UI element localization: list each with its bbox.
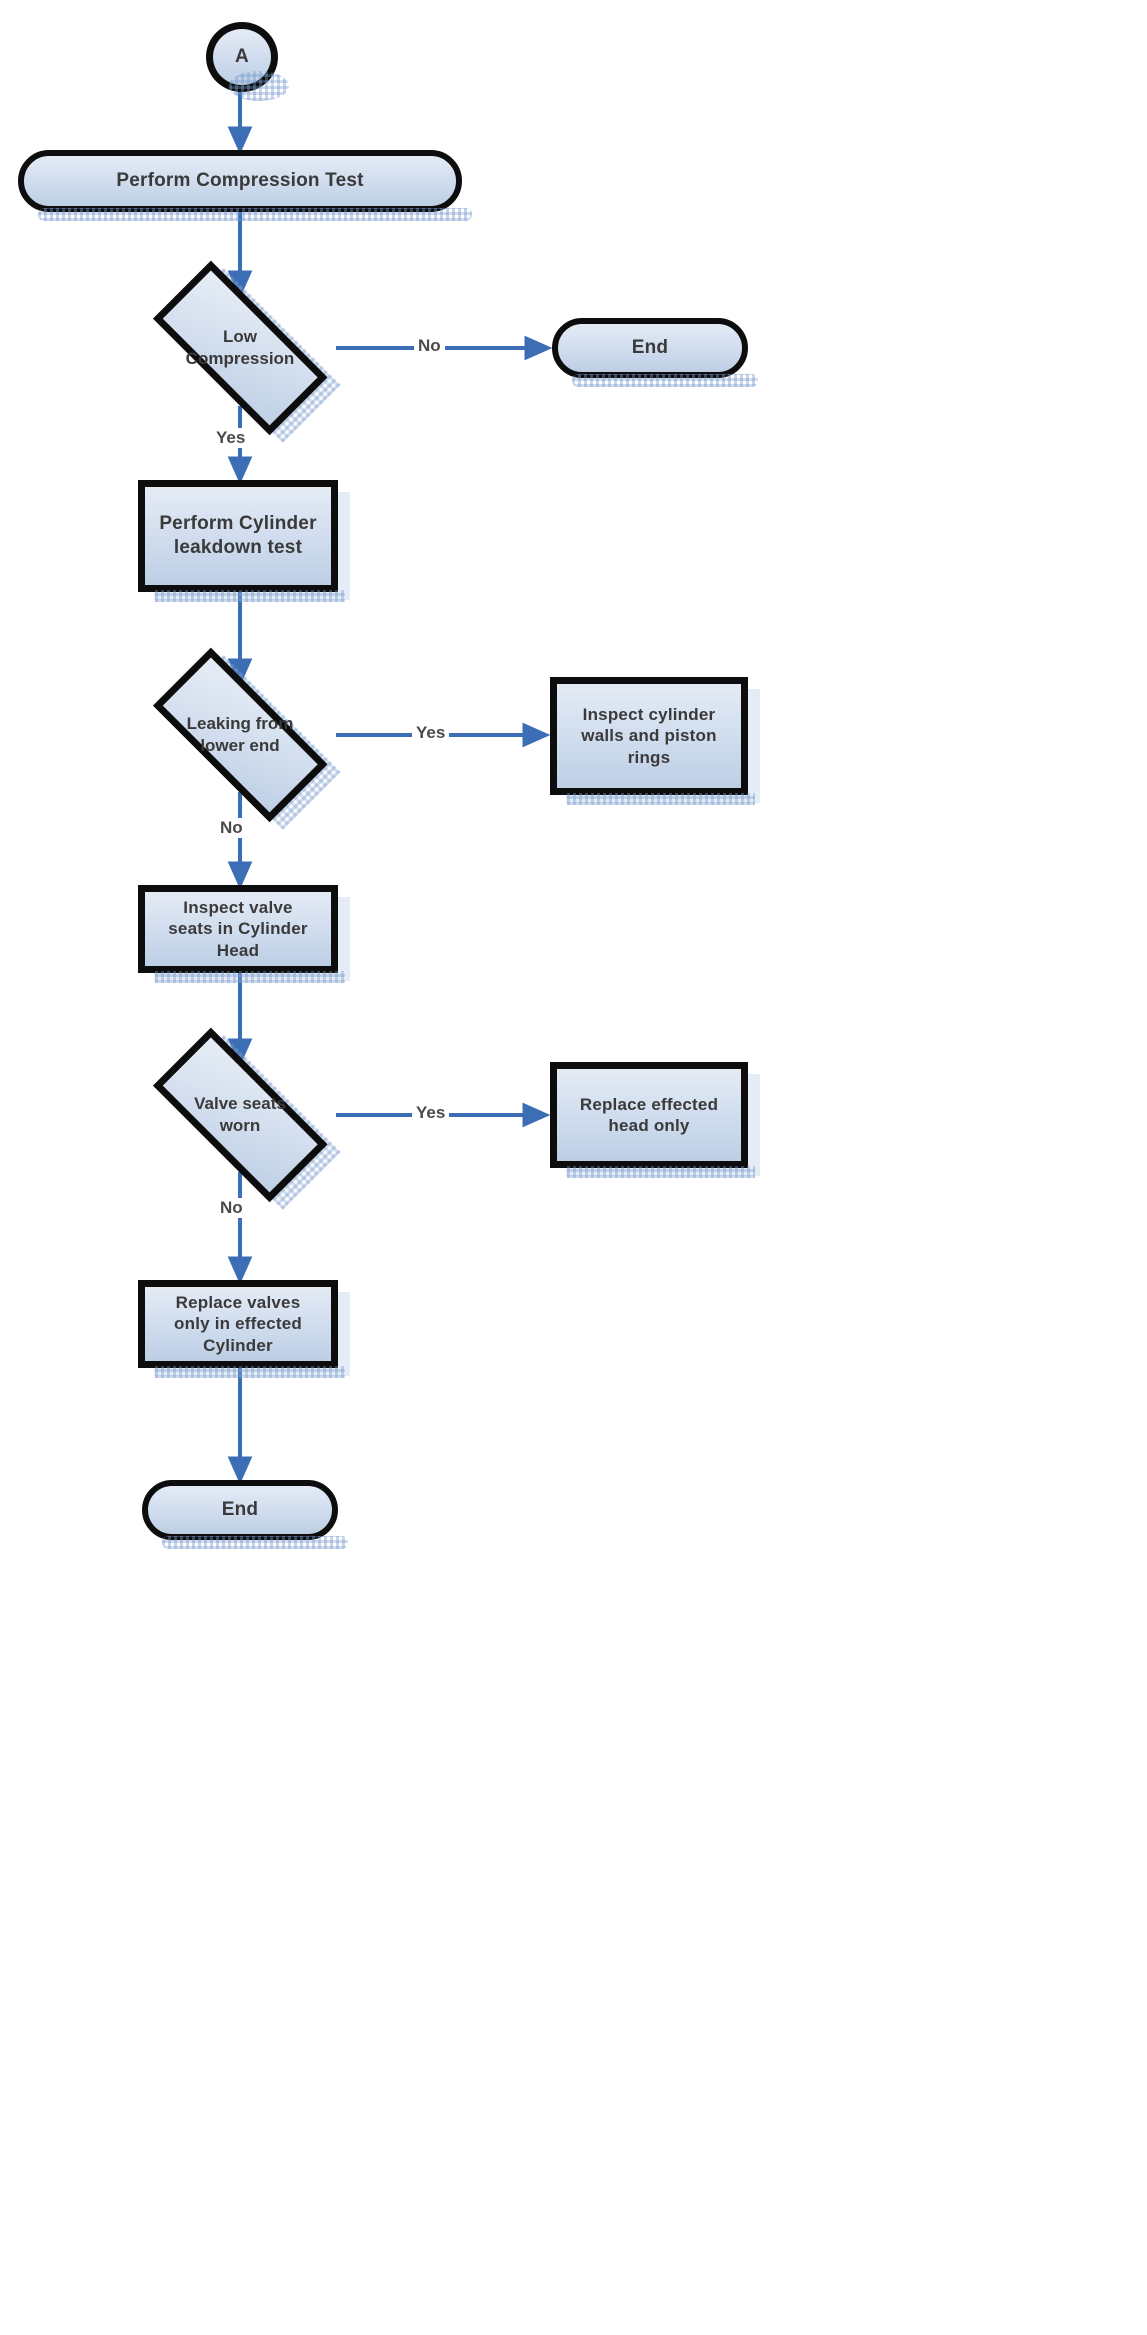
leakdown-label-line1: Perform Cylinder [159, 513, 317, 535]
perform-compression-test-label: Perform Compression Test [116, 170, 364, 192]
edge-label-low-compression-no: No [414, 336, 445, 356]
inspect-cylinder-walls-label: Inspect cylinder walls and piston rings [575, 704, 722, 768]
process-node-inspect-cylinder-walls[interactable]: Inspect cylinder walls and piston rings [550, 677, 755, 805]
inspect-walls-label-line2: walls and piston [581, 726, 717, 746]
process-node-inspect-valve-seats[interactable]: Inspect valve seats in Cylinder Head [138, 885, 345, 983]
terminator-node-end-top[interactable]: End [552, 318, 758, 387]
decision-node-valve-seats-worn[interactable]: Valve seats worn [124, 1027, 356, 1210]
process-node-replace-effected-head[interactable]: Replace effected head only [550, 1062, 755, 1178]
end-top-label: End [631, 337, 669, 359]
replace-head-label-line1: Replace effected [579, 1094, 719, 1114]
edge-label-leaking-yes: Yes [412, 723, 450, 743]
replace-effected-head-label: Replace effected head only [574, 1094, 724, 1137]
connector-a-label: A [235, 46, 249, 68]
end-bottom-label: End [221, 1499, 259, 1521]
edge-label-leaking-no: No [216, 818, 247, 838]
process-node-replace-valves[interactable]: Replace valves only in effected Cylinder [138, 1280, 345, 1378]
process-node-perform-cylinder-leakdown-test[interactable]: Perform Cylinder leakdown test [138, 480, 345, 602]
leaking-lower-end-label-line1: Leaking from [186, 713, 294, 733]
replace-valves-label: Replace valves only in effected Cylinder [168, 1292, 308, 1356]
terminator-node-end-bottom[interactable]: End [142, 1480, 348, 1549]
perform-cylinder-leakdown-test-label: Perform Cylinder leakdown test [153, 512, 322, 560]
leaking-lower-end-label-line2: lower end [200, 736, 280, 755]
edge-label-low-compression-yes: Yes [212, 428, 250, 448]
inspect-walls-label-line3: rings [627, 747, 671, 767]
edge-label-valve-seats-yes: Yes [412, 1103, 450, 1123]
decision-node-leaking-from-lower-end[interactable]: Leaking from lower end [124, 647, 356, 830]
leaking-lower-end-text: Leaking from lower end [124, 677, 356, 793]
process-node-perform-compression-test[interactable]: Perform Compression Test [18, 150, 472, 221]
inspect-valve-seats-label-line1: Inspect valve [183, 898, 293, 918]
edge-label-valve-seats-no: No [216, 1198, 247, 1218]
decision-node-low-compression[interactable]: Low Compression [124, 260, 356, 443]
valve-seats-worn-label-line1: Valve seats [194, 1093, 286, 1113]
replace-valves-label-line3: Cylinder [203, 1335, 273, 1355]
valve-seats-worn-text: Valve seats worn [124, 1057, 356, 1173]
replace-head-label-line2: head only [608, 1116, 690, 1135]
connector-node-a[interactable]: A [206, 22, 289, 101]
inspect-valve-seats-label-line2: seats in Cylinder [168, 919, 308, 939]
replace-valves-label-line1: Replace valves [175, 1293, 301, 1313]
low-compression-label-line2: Compression [185, 349, 295, 368]
low-compression-text: Low Compression [124, 290, 356, 406]
leakdown-label-line2: leakdown test [173, 537, 303, 558]
replace-valves-label-line2: only in effected [174, 1314, 302, 1334]
inspect-walls-label-line1: Inspect cylinder [582, 705, 716, 725]
inspect-valve-seats-label-line3: Head [216, 940, 260, 960]
valve-seats-worn-label-line2: worn [219, 1116, 261, 1135]
low-compression-label-line1: Low [222, 326, 257, 346]
inspect-valve-seats-label: Inspect valve seats in Cylinder Head [162, 897, 313, 961]
